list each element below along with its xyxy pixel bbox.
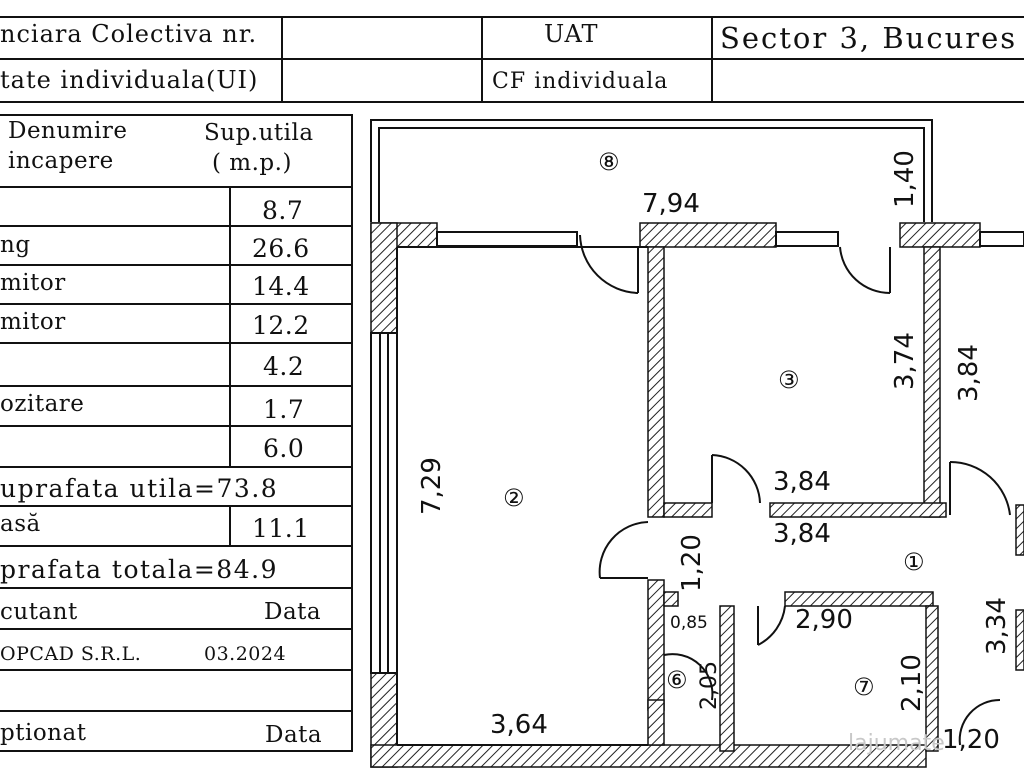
room-row-name: ozitare [0,391,85,417]
dim-room2-width: 3,64 [490,710,548,740]
dim-room3-height: 3,74 [890,332,920,390]
dim-room3-width-in: 3,84 [773,467,831,497]
dim-room2-height: 7,29 [417,457,447,515]
room-row-name: mitor [0,309,66,335]
header-uat-value: Sector 3, Bucures [720,21,1018,55]
room-row-area: 4.2 [263,352,305,381]
room-row-area: 26.6 [252,234,310,263]
dim-room7-width: 2,90 [795,605,853,635]
room-label-7: ⑦ [853,673,875,701]
header-uat-label: UAT [544,20,599,48]
room-row-name: mitor [0,270,66,296]
dim-balcony-depth: 1,40 [890,150,920,208]
col-name-header-2: incapere [8,148,114,174]
executant-date-label: Data [264,599,322,625]
dim-room7-height: 2,10 [897,654,927,712]
windows [370,231,1024,674]
executant-date: 03.2024 [204,643,287,665]
room-row-area: 12.2 [252,311,310,340]
useful-area-total: uprafata utila=73.8 [0,474,279,503]
dim-balcony-length: 7,94 [642,189,700,219]
header-cadastral-label: nciara Colectiva nr. [0,20,258,48]
room-label-6: ⑥ [666,666,688,694]
room-label-3: ③ [778,366,800,394]
col-area-header-1: Sup.utila [204,120,314,146]
header-unit-label: tate individuala(UI) [0,66,259,94]
watermark-text: lajumate [848,731,945,756]
doors [579,234,1011,746]
room-row-area: 6.0 [263,434,305,463]
room-label-8: ⑧ [598,148,620,176]
balcony-row-name: asă [0,511,41,537]
dim-small-width: 0,85 [670,613,708,633]
room-row-area: 8.7 [262,196,304,225]
dim-room6-height: 2,05 [697,661,722,710]
dim-entry-width: 1,20 [942,725,1000,755]
header-cf-label: CF individuala [492,69,669,94]
col-area-header-2: ( m.p.) [212,150,292,176]
executant-label: cutant [0,599,78,625]
balcony-row-area: 11.1 [252,514,310,543]
dim-room1-height-bottom: 3,34 [982,597,1012,655]
dim-room3-width-out: 3,84 [773,519,831,549]
dim-room1-height-top: 3,84 [954,344,984,402]
col-name-header-1: Denumire [8,118,128,144]
balcony-outline [370,119,933,222]
receptionat-date-label: Data [265,722,323,748]
room-label-2: ② [503,484,525,512]
receptionat-label: ptionat [0,720,87,746]
total-area: prafata totala=84.9 [0,555,278,584]
room-row-name: ng [0,232,31,258]
walls [370,222,1024,768]
room-label-1: ① [903,548,925,576]
room-row-area: 1.7 [263,395,305,424]
room-row-area: 14.4 [252,272,310,301]
dim-door-gap: 1,20 [677,534,707,592]
executant-name: OPCAD S.R.L. [0,643,142,665]
